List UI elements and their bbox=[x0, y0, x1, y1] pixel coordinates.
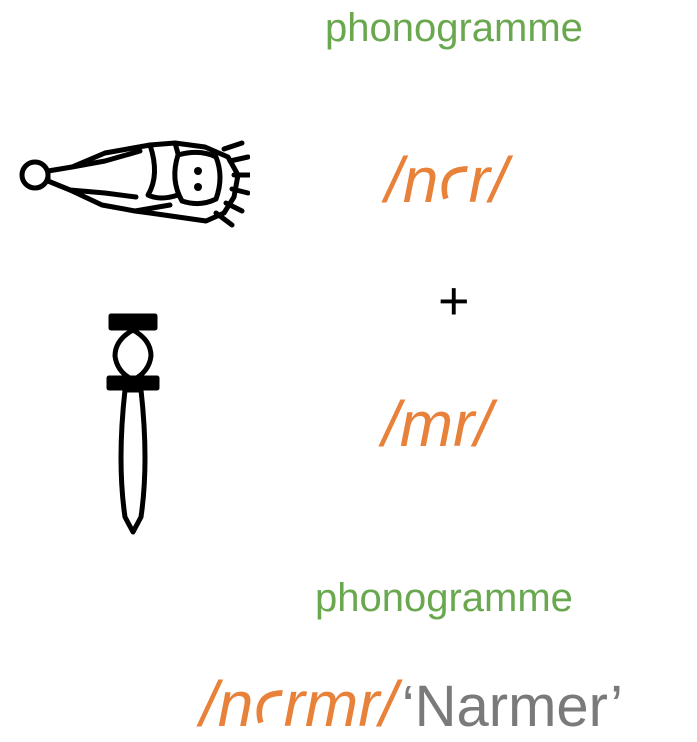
phonogram-mr: /mr/ bbox=[382, 388, 493, 460]
bottom-label: phonogramme bbox=[315, 576, 573, 620]
chisel-hieroglyph-icon bbox=[105, 312, 165, 537]
phonogram-nar: /nꜥr/ bbox=[385, 144, 508, 216]
catfish-hieroglyph-icon bbox=[10, 135, 250, 230]
result-gloss: ‘Narmer’ bbox=[401, 674, 624, 739]
result-transliteration: /nꜥrmr/ bbox=[200, 668, 398, 740]
result-line: /nꜥrmr/ ‘Narmer’ bbox=[200, 672, 623, 736]
plus-operator: + bbox=[438, 271, 470, 331]
top-label: phonogramme bbox=[325, 6, 583, 50]
